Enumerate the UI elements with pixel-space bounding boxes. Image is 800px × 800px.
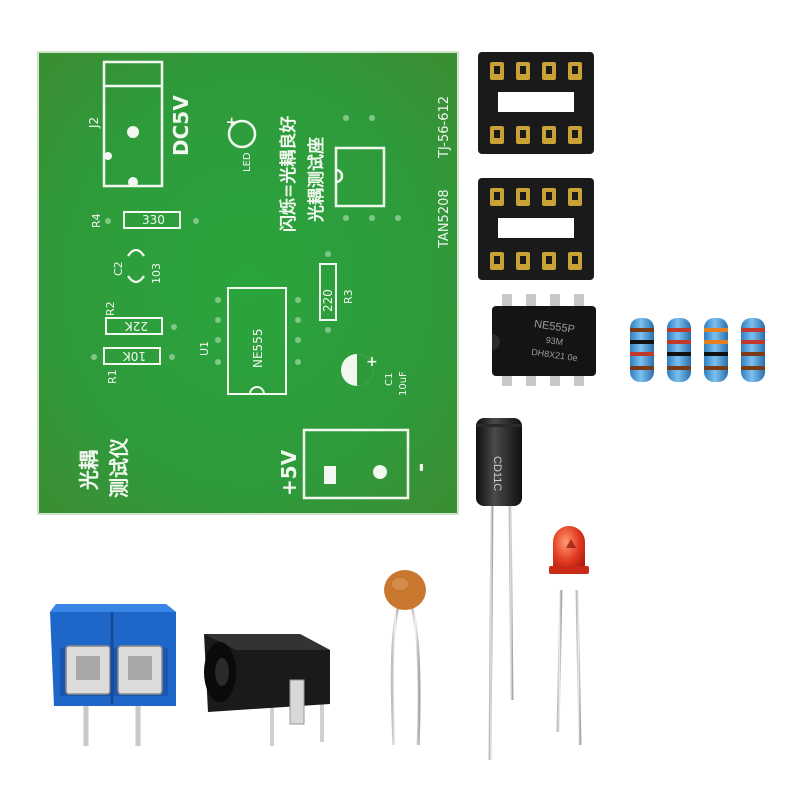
red-led [549,526,589,746]
resistor-2 [667,52,691,770]
pcb-board: J2 DC5V + LED 闪烁=光耦良好 光耦测试座 TJ-56-612 TA… [37,51,459,515]
board-id: TJ-56-612 [437,96,452,159]
r4-outline [123,211,181,229]
ic-socket-bottom [478,178,594,280]
r1-label: R1 [106,369,119,384]
dc-power-jack [204,634,330,746]
r1-outline [103,347,161,365]
r2-value: 22K [124,319,148,333]
ne555-chip: NE555P 93M DH8X21 0e [492,294,596,386]
u1-outline [227,287,287,395]
ceramic-capacitor [384,570,426,746]
led-footprint [227,119,257,149]
socket-footprint [334,146,386,208]
resistor-3 [704,52,728,770]
c1-plus: + [366,354,378,370]
j2-label: J2 [87,117,101,129]
r3-label: R3 [342,289,355,304]
r4-label: R4 [90,213,103,228]
title-line1: 光耦 [77,450,101,491]
c1-value: 10uF [398,371,409,396]
r4-value: 330 [142,213,165,227]
c1-label: C1 [384,373,395,386]
led-label: LED [242,152,253,172]
socket-text: 光耦测试座 [306,137,327,223]
r3-outline [319,263,337,321]
ic-socket-top [478,52,594,154]
r1-value: 10K [122,349,146,363]
capacitor-marking: CD11C [491,456,503,491]
r2-label: R2 [104,301,117,316]
chip-line1: NE555P [533,318,575,336]
r3-value: 220 [321,289,335,312]
electrolytic-capacitor: CD11C [476,418,522,761]
minus-label: - [409,463,434,472]
resistor-4 [741,52,765,770]
c2-label: C2 [112,261,125,276]
resistor-1 [630,52,654,770]
plus5v-label: +5V [277,449,301,496]
board-code: TAN5208 [437,189,452,249]
title-line2: 测试仪 [107,437,131,498]
blue-terminal-block [50,604,176,746]
led-plus-symbol: + [224,116,240,128]
blink-text: 闪烁=光耦良好 [278,116,299,232]
c2-value: 103 [150,263,163,284]
dc5v-label: DC5V [169,95,193,156]
r2-outline [105,317,163,335]
terminal-footprint [302,428,410,500]
u1-value: NE555 [251,329,265,368]
u1-label: U1 [198,341,211,356]
chip-line2: 93M [545,335,564,347]
